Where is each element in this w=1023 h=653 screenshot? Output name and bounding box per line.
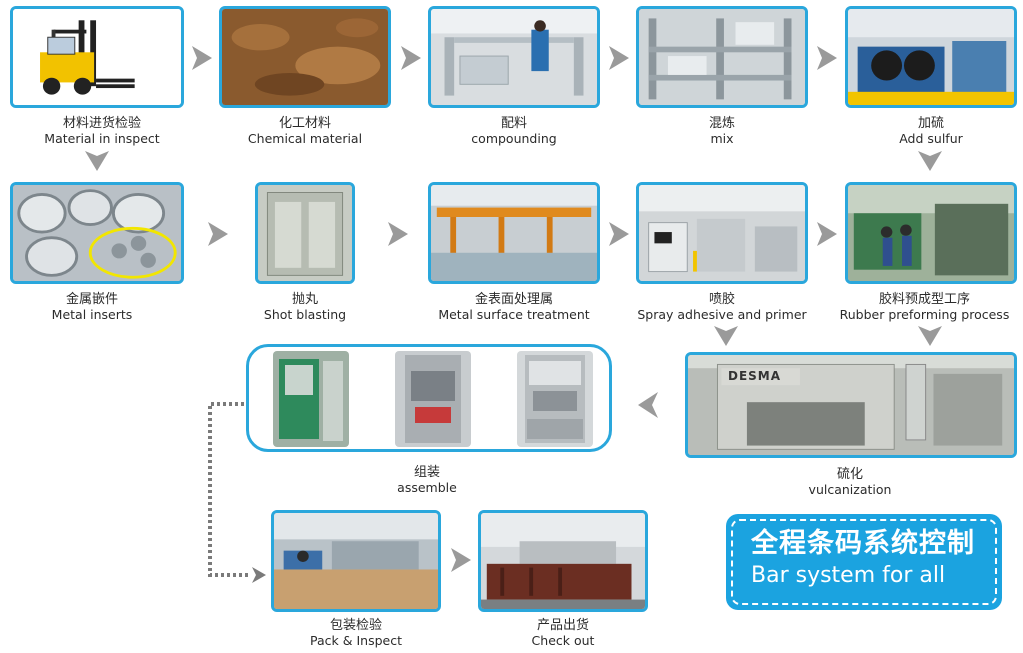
photo-assemble-1 [273,351,349,447]
photo-pack-inspect [271,510,441,612]
photo-assemble-2 [395,351,471,447]
barcode-system-badge: 全程条码系统控制 Bar system for all [726,514,1002,610]
arrow-right-icon [817,46,837,70]
arrow-down-icon [918,326,942,346]
photo-metal-surface-treatment [428,182,600,284]
caption-zh: 胶料预成型工序 [878,292,970,307]
caption-rubber-preforming: 胶料预成型工序 Rubber preforming process [826,292,1023,322]
photo-spray-adhesive [636,182,808,284]
photo-chemical-material [219,6,391,108]
caption-en: Check out [531,633,595,648]
caption-en: mix [710,131,734,146]
caption-zh: 混炼 [708,116,735,131]
badge-title-en: Bar system for all [751,563,946,588]
arrow-right-icon [609,46,629,70]
photo-compounding [428,6,600,108]
caption-zh: 产品出货 [536,618,589,633]
caption-en: vulcanization [808,482,892,497]
arrow-right-icon [192,46,212,70]
caption-zh: 金属嵌件 [65,292,118,307]
photo-forklift [10,6,184,108]
caption-en: Spray adhesive and primer [637,307,807,322]
caption-zh: 硫化 [836,467,863,482]
photo-metal-inserts [10,182,184,284]
caption-en: Shot blasting [263,307,347,322]
arrow-left-icon [638,392,658,418]
caption-en: Chemical material [247,131,363,146]
caption-zh: 抛丸 [291,292,318,307]
arrow-down-icon [85,151,109,171]
caption-en: Metal inserts [51,307,133,322]
arrow-right-icon [451,548,471,572]
caption-metal-inserts: 金属嵌件 Metal inserts [0,292,184,322]
dotted-connector [208,402,266,583]
arrow-right-icon [388,222,408,246]
caption-zh: 配料 [500,116,527,131]
caption-en: Pack & Inspect [310,633,402,648]
caption-check-out: 产品出货 Check out [463,618,663,648]
caption-en: Material in inspect [44,131,160,146]
badge-dashed-frame: 全程条码系统控制 Bar system for all [731,519,997,605]
caption-zh: 包装检验 [329,618,382,633]
caption-assemble: 组装 assemble [327,465,527,495]
photo-shot-blasting [255,182,355,284]
caption-en: Add sulfur [899,131,963,146]
photo-vulcanization: DESMA [685,352,1017,458]
caption-en: Metal surface treatment [438,307,590,322]
caption-zh: 加硫 [917,116,944,131]
caption-zh: 组装 [413,465,440,480]
caption-pack-inspect: 包装检验 Pack & Inspect [256,618,456,648]
arrow-down-icon [714,326,738,346]
arrow-right-icon [609,222,629,246]
caption-compounding: 配料 compounding [414,116,614,146]
desma-sign: DESMA [728,369,782,383]
caption-en: compounding [471,131,557,146]
arrow-right-icon [817,222,837,246]
caption-spray-adhesive: 喷胶 Spray adhesive and primer [622,292,822,322]
arrow-right-icon [208,222,228,246]
caption-mix: 混炼 mix [622,116,822,146]
caption-zh: 喷胶 [708,292,735,307]
caption-en: assemble [397,480,457,495]
caption-zh: 材料进货检验 [62,116,141,131]
caption-add-sulfur: 加硫 Add sulfur [831,116,1023,146]
caption-en: Rubber preforming process [839,307,1010,322]
badge-title-zh: 全程条码系统控制 [751,528,975,559]
caption-zh: 化工材料 [278,116,331,131]
photo-assemble-3 [517,351,593,447]
assemble-photo-group [246,344,612,452]
caption-material-inspect: 材料进货检验 Material in inspect [0,116,204,146]
arrow-down-icon [918,151,942,171]
caption-shot-blasting: 抛丸 Shot blasting [205,292,405,322]
caption-metal-surface-treatment: 金表面处理属 Metal surface treatment [414,292,614,322]
photo-rubber-preforming [845,182,1017,284]
photo-mix [636,6,808,108]
caption-chemical-material: 化工材料 Chemical material [205,116,405,146]
arrow-right-icon [401,46,421,70]
caption-vulcanization: 硫化 vulcanization [750,467,950,497]
caption-zh: 金表面处理属 [474,292,553,307]
photo-check-out [478,510,648,612]
photo-add-sulfur [845,6,1017,108]
